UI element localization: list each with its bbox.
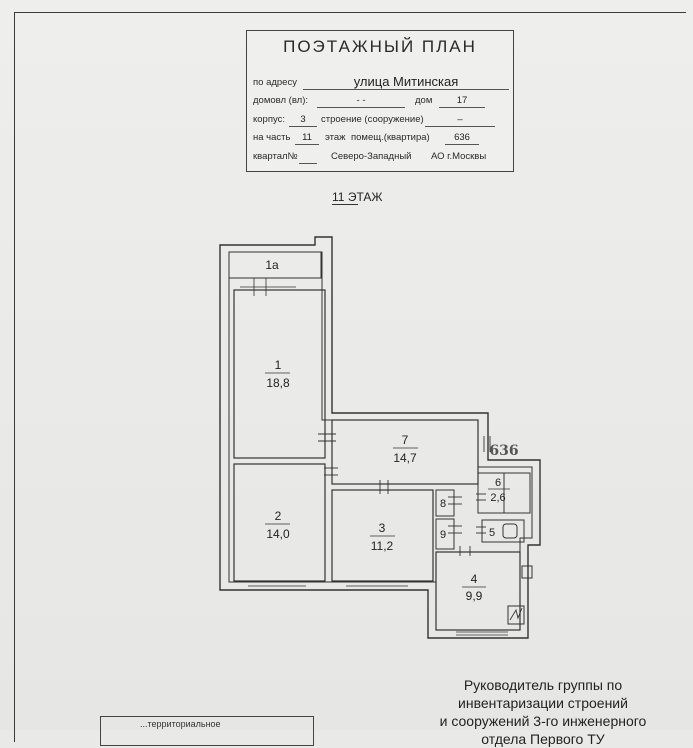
page-title: ПОЭТАЖНЫЙ ПЛАН [283,37,477,56]
room-2-id: 2 [275,509,282,523]
nachast-label: на часть [253,132,291,143]
address-value: улица Митинская [353,74,459,89]
address-underline [303,89,509,90]
loggia-1a [228,251,322,279]
kvartal-label: квартал№ [253,151,298,162]
room-7-area: 14,7 [393,451,417,465]
dom-label: дом [415,95,433,106]
korpus-underline [289,126,317,127]
apartment-number: 636 [489,443,518,459]
room-7-id: 7 [402,433,409,447]
signature-line-1: Руководитель группы по [463,677,623,693]
stove-fixture [507,605,525,625]
room-8 [435,489,455,517]
title-block: ПОЭТАЖНЫЙ ПЛАН по адресу улица Митинская… [246,30,514,172]
room-6-id: 6 [495,477,501,489]
room-6-area: 2,6 [490,492,505,504]
korpus-label: корпус: [253,114,286,125]
stroenie-label: строение (сооружение) [321,114,424,125]
pomesh-value: 636 [454,132,470,143]
room-2-area: 14,0 [266,527,290,541]
room-5-id: 5 [489,527,495,539]
signature-line-4: отдела Первого ТУ [481,731,605,747]
nachast-value: 11 [302,132,312,143]
inner-wall [228,251,533,631]
room-8-id: 8 [440,498,446,510]
korpus-value: 3 [300,114,306,125]
floor-heading: 11 ЭТАЖ [332,190,382,204]
room-3-area: 11,2 [371,539,394,553]
domovl-value: - - [356,95,366,106]
pomesh-underline [445,144,479,145]
room-4-area: 9,9 [466,589,483,603]
signature-line-2: инвентаризации строений [458,695,628,711]
room-9 [435,518,455,550]
room-4 [435,551,521,631]
sink-fixture [521,565,533,579]
address-label: по адресу [253,77,297,88]
room-5 [481,519,525,543]
room-7 [331,419,479,485]
stroenie-value: – [457,114,463,125]
room-4-id: 4 [471,572,478,586]
district-value: Северо-Западный [331,151,412,162]
room-1a-id: 1a [265,258,279,272]
stroenie-underline [425,126,495,127]
dom-underline [439,107,485,108]
nachast-underline [295,144,319,145]
ao-value: АО г.Москвы [431,151,487,162]
signature-line-3: и сооружений 3-го инженерного [439,713,647,729]
floor-label-text: ЭТАЖ [347,190,383,204]
pomesh-label: помещ.(квартира) [351,132,430,143]
outer-wall [219,236,541,639]
dom-value: 17 [456,95,468,106]
sheet-frame [14,12,686,742]
room-3 [331,489,434,582]
etazh-label: этаж [325,132,346,143]
room-3-id: 3 [379,521,386,535]
floor-plan: 1a 1 18,8 2 14,0 3 11,2 4 9,9 5 6 2,6 7 … [219,236,541,639]
floor-number: 11 [332,190,345,204]
domovl-label: домовл (вл): [253,95,308,106]
room-2 [233,463,326,582]
room-1-id: 1 [275,358,282,372]
floor-number-underline [332,204,358,205]
stamp-text: ...территориальное [140,719,221,729]
room-1 [233,289,326,459]
signature-block: Руководитель группы по инвентаризации ст… [398,676,688,748]
room-9-id: 9 [440,529,446,541]
room-1-area: 18,8 [266,376,290,390]
domovl-underline [317,107,405,108]
kvartal-underline [299,163,317,164]
